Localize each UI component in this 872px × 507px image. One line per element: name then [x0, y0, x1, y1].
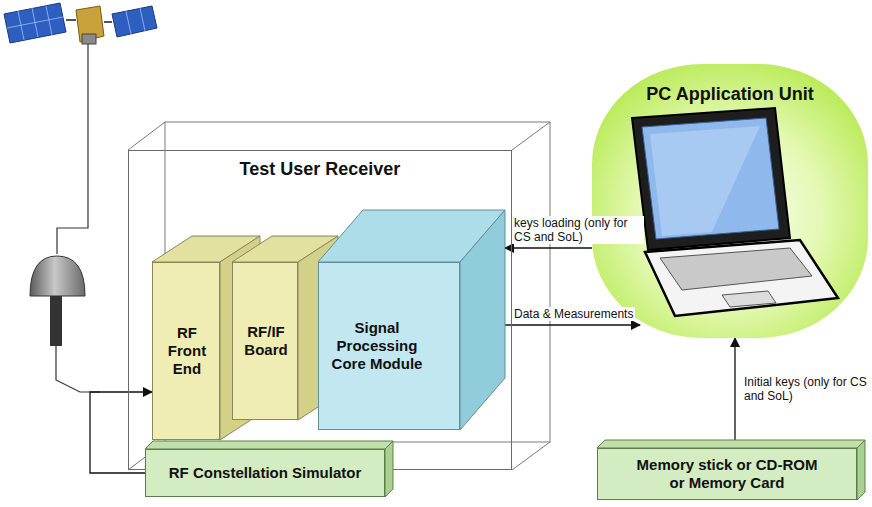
connector-arrow [505, 247, 592, 248]
signal-path-line [57, 44, 88, 254]
block-label: RF Constellation Simulator [169, 464, 362, 482]
connector-label: Data & Measurements [512, 307, 635, 321]
antenna-cable-switch [56, 346, 100, 392]
block-side-face [385, 441, 393, 497]
block-top-face [597, 440, 865, 448]
block-label: Signal Processing Core Module [331, 319, 423, 373]
connector-arrow [505, 324, 640, 325]
block-depth-faces [318, 210, 505, 430]
block-label: RF Front End [162, 324, 212, 378]
receiver-housing: Test User Receiver RF Front End RF/IF Boar… [128, 150, 512, 470]
block-top-face [145, 441, 393, 449]
rf-if-board-block: RF/IF Board [232, 262, 298, 420]
satellite-illustration [4, 3, 157, 44]
connector-arrow [734, 338, 735, 440]
constellation-simulator-box: RF Constellation Simulator [145, 449, 385, 497]
block-side-face [460, 210, 505, 430]
block-side-face [857, 440, 865, 500]
signal-processing-module: Signal Processing Core Module [318, 262, 460, 430]
unit-heading: PC Application Unit [646, 84, 813, 106]
antenna-symbol [30, 256, 85, 346]
rf-front-end-block: RF Front End [152, 262, 220, 440]
block-label: RF/IF Board [241, 323, 291, 359]
block-label: Memory stick or CD-ROM or Memory Card [632, 456, 822, 492]
receiver-housing-back [128, 122, 550, 470]
connector-arrow [90, 392, 152, 473]
pc-unit-blob-shape [592, 64, 868, 338]
connector-label: Initial keys (only for CS and SoL) [742, 375, 872, 403]
unit-heading: Test User Receiver [240, 159, 401, 181]
connector-label: keys loading (only for CS and SoL) [512, 216, 644, 244]
key-media-box: Memory stick or CD-ROM or Memory Card [597, 448, 857, 500]
